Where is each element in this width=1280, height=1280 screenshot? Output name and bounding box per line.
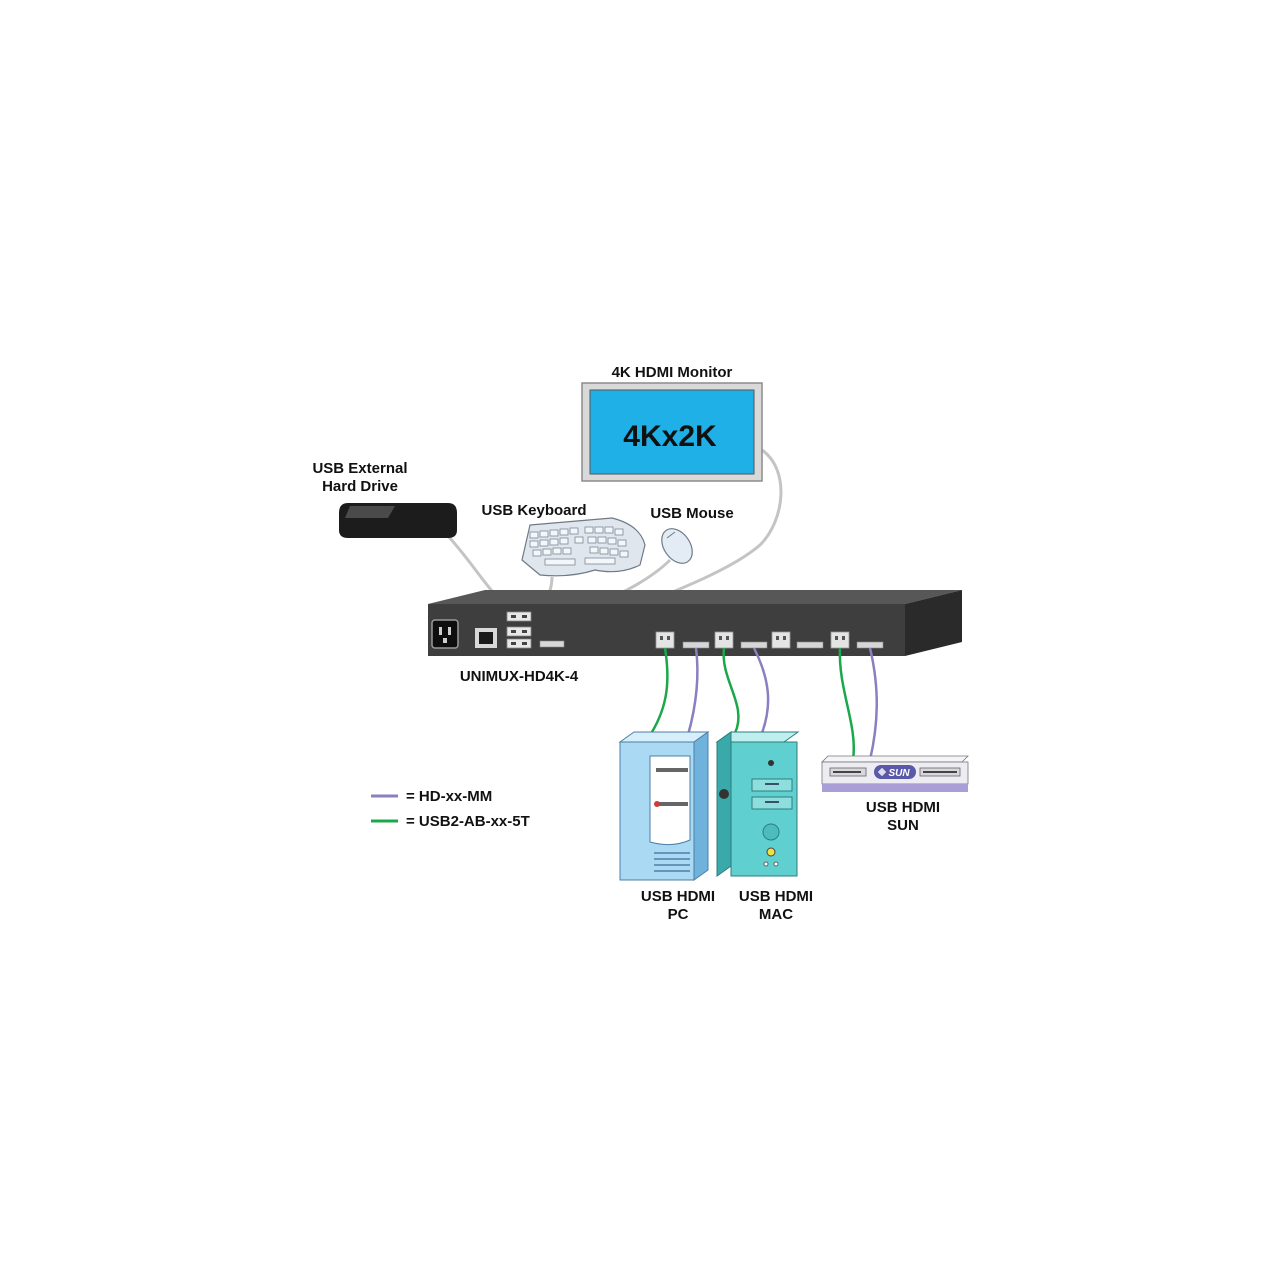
switch-top — [428, 590, 962, 604]
mac-power-button — [766, 847, 776, 857]
mac-label-line2: MAC — [759, 906, 793, 923]
switch-side — [905, 590, 962, 656]
sun-workstation: SUN USB HDMI SUN — [821, 755, 969, 834]
legend-hdmi-text: = HD-xx-MM — [406, 788, 492, 805]
mouse-button-line — [666, 531, 676, 539]
sun-logo-text: SUN — [888, 768, 910, 779]
mac-front-logo-icon — [768, 760, 774, 766]
mac-speaker — [762, 823, 780, 841]
sun-logo-badge — [874, 765, 916, 779]
pc-tower: USB HDMI PC — [618, 731, 715, 923]
mac-hdmi-cable — [752, 647, 770, 734]
sun-label-line2: SUN — [887, 817, 919, 834]
console-usb-slots — [511, 615, 527, 645]
keyboard-label: USB Keyboard — [481, 502, 586, 519]
keyboard-body — [521, 517, 646, 577]
computer-cables — [650, 647, 879, 761]
pc-hdmi-cable — [686, 647, 699, 736]
console-usb-ports — [506, 611, 532, 649]
pc-usb-cable — [650, 647, 669, 733]
hdd-label-line2: Hard Drive — [322, 478, 398, 495]
mac-tower: USB HDMI MAC — [715, 731, 813, 923]
mouse-label: USB Mouse — [650, 505, 733, 522]
sun-top — [821, 755, 969, 763]
sun-usb-cable — [838, 647, 856, 761]
hdd-top-shine — [345, 506, 395, 518]
pc-drive-bay-1 — [656, 768, 688, 772]
hdmi-monitor: 4K HDMI Monitor 4Kx2K — [581, 364, 763, 482]
pc-label-line2: PC — [668, 906, 689, 923]
pc-side — [693, 731, 709, 881]
usb-mouse: USB Mouse — [650, 505, 734, 564]
console-hdmi-port — [539, 640, 565, 648]
power-inlet — [431, 619, 459, 649]
apple-logo-icon — [719, 789, 729, 799]
mouse-body — [661, 528, 693, 564]
monitor-screen-text: 4Kx2K — [623, 420, 717, 453]
switch-model-label: UNIMUX-HD4K-4 — [460, 668, 579, 685]
rj45-port — [475, 628, 497, 648]
hdd-label-line1: USB External — [312, 460, 407, 477]
sun-base — [822, 784, 968, 792]
pc-vents — [654, 852, 690, 872]
pc-front-panel — [649, 755, 691, 846]
monitor-label: 4K HDMI Monitor — [612, 364, 733, 381]
monitor-screen — [589, 389, 755, 475]
usb-external-hard-drive: USB External Hard Drive — [312, 460, 457, 538]
pc-power-button — [654, 801, 660, 807]
pc-label-line1: USB HDMI — [641, 888, 715, 905]
legend-usb-text: = USB2-AB-xx-5T — [406, 813, 530, 830]
keyboard-keys — [529, 526, 629, 566]
sun-label-line1: USB HDMI — [866, 799, 940, 816]
sun-hdmi-cable — [868, 647, 879, 761]
usb-keyboard: USB Keyboard — [481, 502, 646, 577]
mac-usb-cable — [722, 647, 740, 734]
pc-drive-bay-2 — [656, 802, 688, 806]
pc-top — [618, 731, 710, 743]
kvm-switch: UNIMUX-HD4K-4 — [428, 590, 962, 685]
mac-label-line1: USB HDMI — [739, 888, 813, 905]
mac-side — [716, 731, 732, 877]
computer-usb-slots — [660, 636, 845, 640]
cable-legend: = HD-xx-MM = USB2-AB-xx-5T — [371, 788, 530, 830]
